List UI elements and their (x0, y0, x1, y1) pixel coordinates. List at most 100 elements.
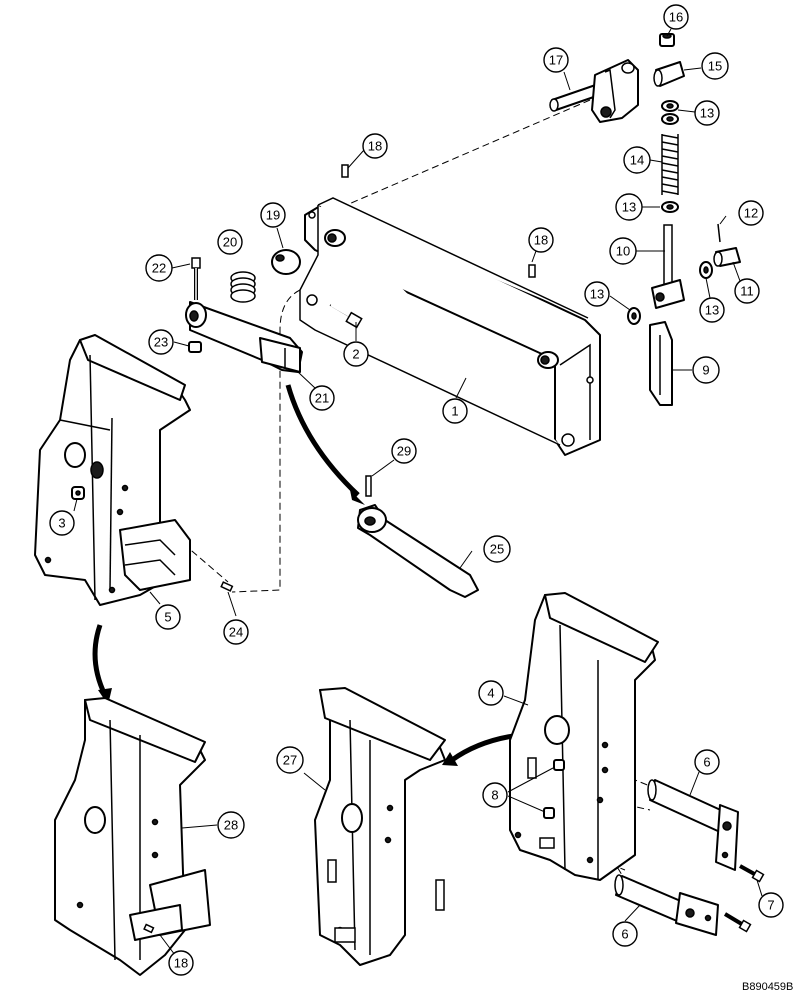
coupler-4 (509, 592, 659, 881)
callout-8: 8 (482, 782, 508, 808)
callout-10: 10 (609, 237, 637, 265)
bolt-2 (329, 303, 363, 329)
indicator-plate-9 (649, 321, 673, 406)
svg-text:13: 13 (700, 106, 714, 121)
svg-text:13: 13 (622, 200, 636, 215)
callout-23: 23 (148, 329, 174, 355)
bolt-7-upper (739, 864, 765, 883)
bolt-22 (191, 257, 201, 300)
callout-18-lower: 18 (168, 950, 194, 976)
grease-fitting-upper (341, 164, 349, 178)
spring-cap-19 (271, 249, 301, 275)
nut-23 (188, 341, 202, 353)
svg-text:9: 9 (702, 363, 709, 378)
bolt-7-lower (723, 912, 752, 933)
coupler-27 (314, 687, 446, 966)
svg-text:23: 23 (154, 335, 168, 350)
callout-12: 12 (738, 200, 764, 226)
rod-10 (651, 224, 685, 309)
set-screw-29 (365, 475, 372, 497)
svg-text:19: 19 (266, 208, 280, 223)
callout-6-upper: 6 (694, 749, 720, 775)
svg-text:27: 27 (283, 753, 297, 768)
frame-bushing-right (537, 351, 559, 369)
callout-22: 22 (145, 254, 173, 282)
svg-text:28: 28 (224, 818, 238, 833)
callout-15: 15 (701, 52, 729, 80)
callout-25: 25 (483, 535, 511, 563)
arrow-5-to-28 (92, 624, 112, 705)
svg-text:12: 12 (744, 206, 758, 221)
callout-3: 3 (49, 510, 75, 536)
washer-13-e (699, 261, 713, 279)
callout-14: 14 (623, 146, 651, 174)
nut-8-upper (553, 759, 565, 771)
sleeve-15 (653, 61, 685, 87)
svg-text:6: 6 (621, 927, 628, 942)
svg-text:16: 16 (669, 10, 683, 25)
callout-17: 17 (543, 47, 569, 73)
pin-6-lower (614, 874, 719, 936)
callout-1: 1 (442, 398, 468, 424)
pin-6-upper (647, 779, 739, 871)
callout-9: 9 (692, 356, 720, 384)
leader-lines (73, 28, 763, 956)
callout-18-right: 18 (528, 227, 554, 253)
svg-text:15: 15 (708, 59, 722, 74)
svg-text:7: 7 (767, 898, 774, 913)
svg-text:20: 20 (223, 235, 237, 250)
callout-4: 4 (478, 680, 504, 706)
callout-16: 16 (663, 4, 689, 30)
svg-text:22: 22 (152, 261, 166, 276)
arrow-27-to-4 (442, 732, 521, 766)
svg-text:17: 17 (549, 53, 563, 68)
svg-text:29: 29 (397, 444, 411, 459)
callout-2: 2 (343, 341, 369, 367)
nut-3 (71, 486, 85, 500)
svg-text:10: 10 (616, 244, 630, 259)
callout-29: 29 (391, 438, 417, 464)
svg-text:1: 1 (451, 404, 458, 419)
callout-19: 19 (260, 202, 286, 228)
callout-27: 27 (276, 746, 304, 774)
svg-text:8: 8 (491, 788, 498, 803)
svg-text:18: 18 (534, 233, 548, 248)
svg-text:11: 11 (740, 284, 754, 299)
svg-text:6: 6 (703, 755, 710, 770)
svg-text:13: 13 (705, 303, 719, 318)
drawing-code: B890459B (742, 981, 793, 993)
svg-text:2: 2 (352, 347, 359, 362)
washer-13-c (661, 201, 679, 213)
coupler-28 (54, 697, 211, 976)
callout-13-right: 13 (699, 297, 725, 323)
svg-text:14: 14 (630, 153, 644, 168)
handle-25 (357, 504, 479, 598)
svg-text:4: 4 (487, 686, 494, 701)
spring-20 (230, 271, 256, 303)
callout-24: 24 (223, 619, 249, 645)
callout-7: 7 (758, 892, 784, 918)
svg-text:18: 18 (368, 139, 382, 154)
svg-text:5: 5 (164, 610, 171, 625)
callout-6-lower: 6 (612, 921, 638, 947)
cotter-pin-12 (717, 223, 721, 243)
washer-13-a (661, 100, 679, 112)
spring-pin-24 (220, 581, 234, 592)
washer-13-b (661, 113, 679, 125)
svg-text:18: 18 (174, 956, 188, 971)
arrow-21-to-25 (285, 384, 365, 505)
svg-text:21: 21 (315, 391, 329, 406)
callout-13-upper: 13 (694, 100, 720, 126)
pin-17 (549, 59, 639, 123)
callout-18-upper: 18 (362, 133, 388, 159)
callout-13-left: 13 (584, 281, 610, 307)
callout-5: 5 (155, 604, 181, 630)
callout-21: 21 (309, 385, 335, 411)
grease-fitting-right (528, 264, 536, 278)
washer-13-d (627, 307, 641, 325)
callout-20: 20 (217, 229, 243, 255)
svg-text:25: 25 (490, 542, 504, 557)
nut-8-lower (543, 807, 555, 819)
